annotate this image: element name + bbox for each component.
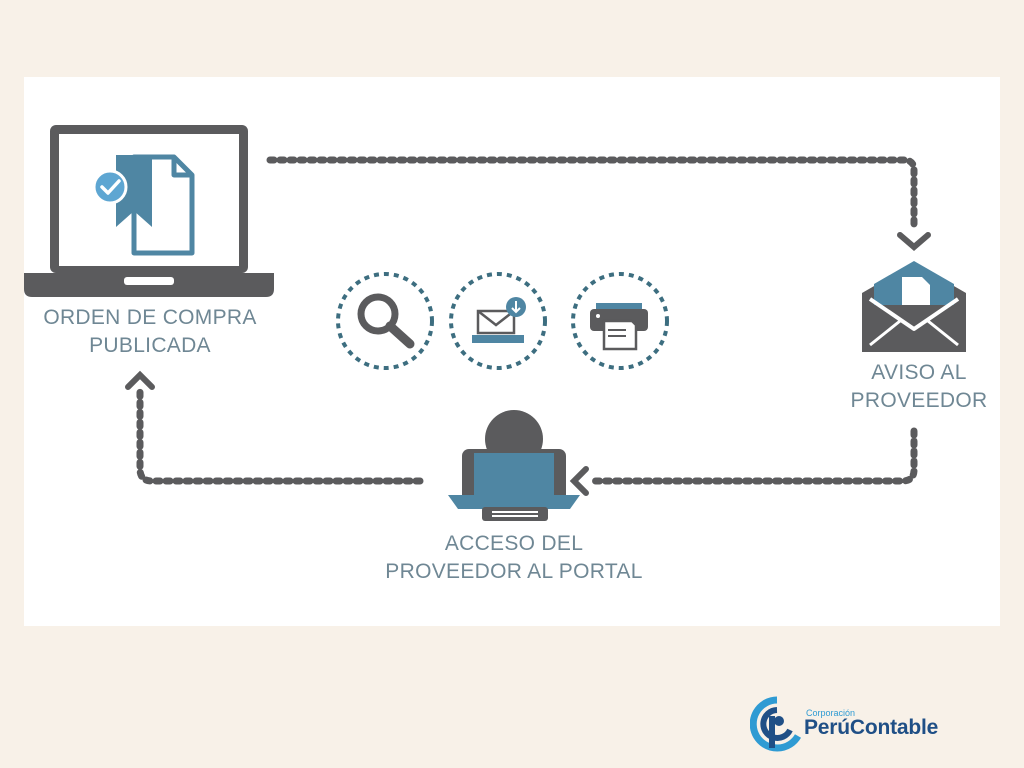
- label-acceso-al-portal: ACCESO DEL PROVEEDOR AL PORTAL: [354, 530, 674, 586]
- label-aviso-line1: AVISO AL: [871, 361, 967, 384]
- diagram-panel: ORDEN DE COMPRA PUBLICADA AVISO AL PROVE…: [24, 77, 1000, 626]
- user-computer-icon: [448, 410, 580, 521]
- label-orden-line1: ORDEN DE COMPRA: [43, 306, 257, 329]
- envelope-icon: [862, 261, 966, 352]
- mail-download-icon: [449, 272, 547, 370]
- printer-icon: [571, 272, 669, 370]
- logo-mark-icon: [750, 696, 802, 752]
- label-acceso-line1: ACCESO DEL: [444, 532, 584, 555]
- logo-small-text: Corporación: [806, 708, 856, 718]
- flow-diagram: [24, 125, 966, 521]
- laptop-document-icon: [24, 125, 274, 297]
- logo-brand-text: PerúContable: [804, 716, 939, 739]
- label-acceso-line2: PROVEEDOR AL PORTAL: [385, 560, 643, 583]
- peru-contable-logo: Corporación PerúContable: [750, 696, 960, 756]
- flow-arrow-acceso-to-orden: [125, 370, 424, 485]
- label-aviso-line2: PROVEEDOR: [850, 389, 988, 412]
- search-icon: [336, 272, 434, 370]
- label-orden-line2: PUBLICADA: [89, 334, 211, 357]
- flow-arrow-aviso-to-acceso: [569, 427, 918, 496]
- label-aviso-al-proveedor: AVISO AL PROVEEDOR: [838, 359, 1000, 415]
- label-orden-de-compra: ORDEN DE COMPRA PUBLICADA: [24, 304, 276, 360]
- flow-arrow-orden-to-aviso: [266, 156, 931, 251]
